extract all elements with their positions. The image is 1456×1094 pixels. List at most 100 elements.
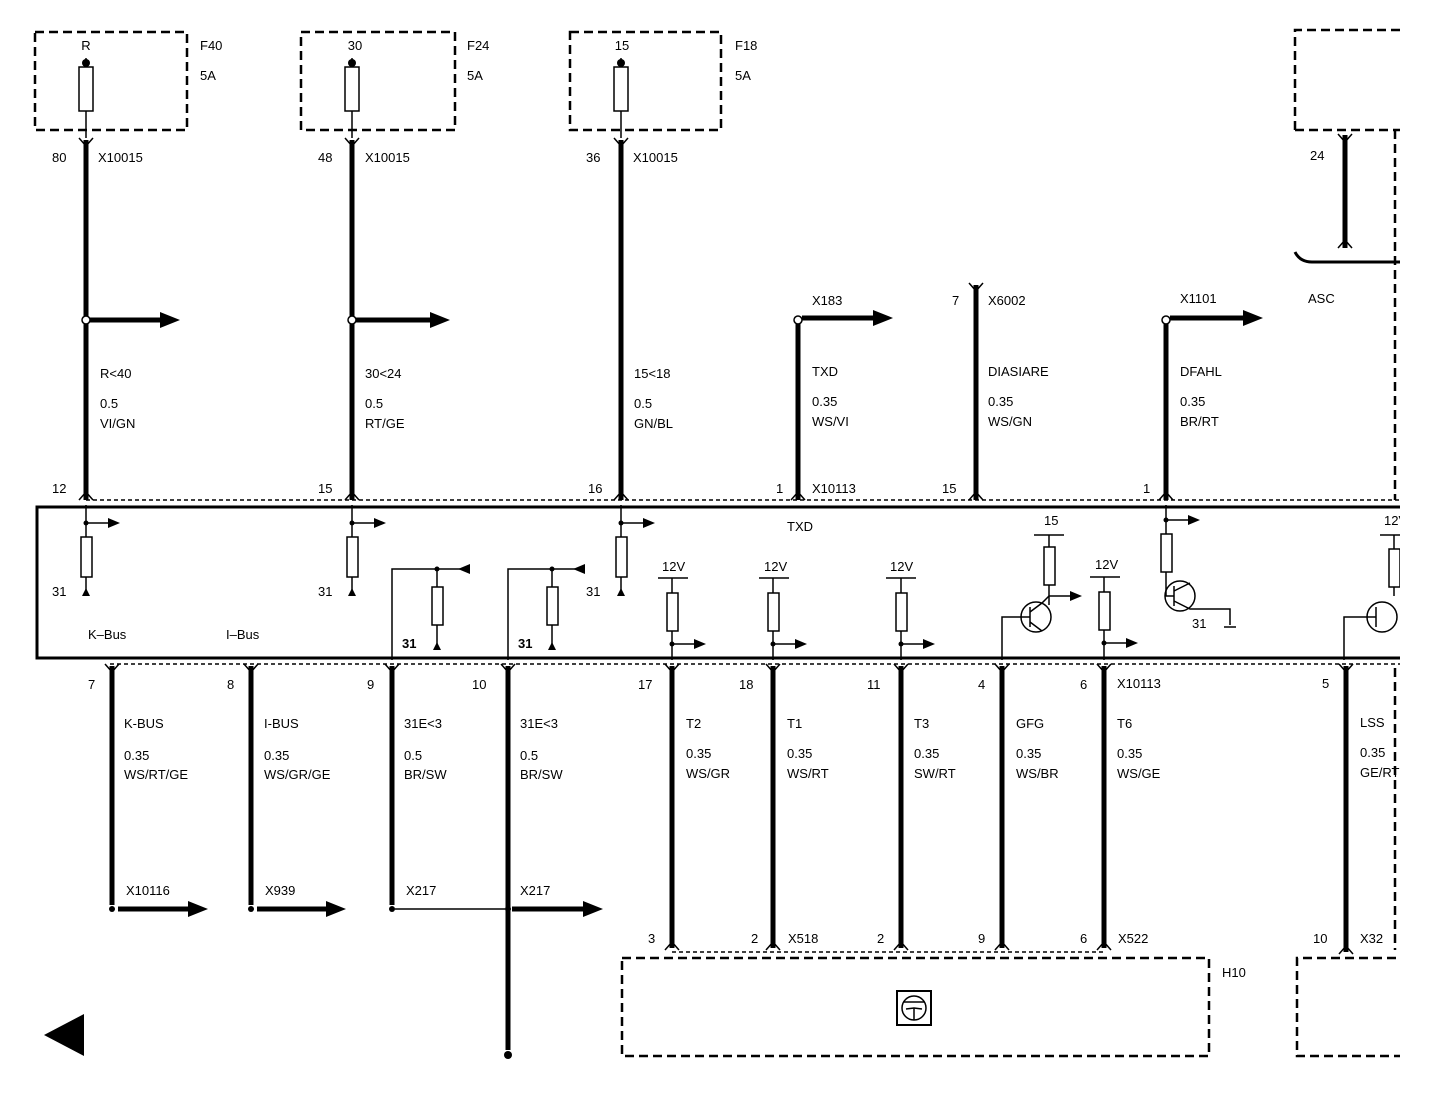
pin-number: 1 — [776, 481, 783, 496]
fuse-rating: 5A — [200, 68, 216, 83]
wire-color: WS/GR/GE — [264, 767, 331, 782]
fuse-terminal: 30 — [348, 38, 362, 53]
transistor-lss: 12V — [1343, 513, 1400, 660]
wire-gfg: 4 GFG 0.35 WS/BR 9 — [978, 663, 1059, 951]
gauge-icon — [896, 990, 932, 1026]
wire-size: 0.35 — [1016, 746, 1041, 761]
ground-label: 31 — [318, 584, 332, 599]
pin-number: 48 — [318, 150, 332, 165]
pin-number: 15 — [942, 481, 956, 496]
wire-color: WS/RT — [787, 766, 829, 781]
wire-signal: LSS — [1360, 715, 1385, 730]
wire-size: 0.35 — [264, 748, 289, 763]
ground-label: 31 — [52, 584, 66, 599]
wire-signal: GFG — [1016, 716, 1044, 731]
ibus-label: I–Bus — [226, 627, 260, 642]
wire-size: 0.35 — [914, 746, 939, 761]
pin-number: 9 — [367, 677, 374, 692]
fuse-rating: 5A — [467, 68, 483, 83]
wire-signal: T1 — [787, 716, 802, 731]
connector-label: X518 — [788, 931, 818, 946]
voltage-label: 12V — [1095, 557, 1118, 572]
pin-number: 1 — [1143, 481, 1150, 496]
wire-signal: T6 — [1117, 716, 1132, 731]
wire-color: WS/GR — [686, 766, 730, 781]
wire-color: GE/RT — [1360, 765, 1400, 780]
fuse-f40: R F40 5A — [33, 30, 222, 138]
wire-color: BR/SW — [404, 767, 447, 782]
voltage-label: 12V — [764, 559, 787, 574]
connector-label: X217 — [520, 883, 550, 898]
pin-number: 2 — [877, 931, 884, 946]
pin-number: 18 — [739, 677, 753, 692]
transistor-gfg: 15 — [1001, 513, 1082, 660]
pin-number: 15 — [318, 481, 332, 496]
pullup-t3: 12V — [886, 559, 935, 660]
wire-r40: R<40 0.5 VI/GN 12 — [52, 137, 180, 501]
wire-size: 0.35 — [787, 746, 812, 761]
fuse-rating: 5A — [735, 68, 751, 83]
txd-label: TXD — [787, 519, 813, 534]
ground-label: 31 — [1192, 616, 1206, 631]
wire-30-24: 30<24 0.5 RT/GE 15 — [318, 137, 450, 501]
pull-resistor: 31 — [52, 505, 120, 599]
lss-module-partial — [1295, 956, 1400, 1058]
wire-color: WS/VI — [812, 414, 849, 429]
wire-signal: R<40 — [100, 366, 131, 381]
connector-label: X217 — [406, 883, 436, 898]
wire-size: 0.35 — [1360, 745, 1385, 760]
connector-label: X939 — [265, 883, 295, 898]
instrument-cluster-h10: H10 — [620, 956, 1246, 1058]
wire-31e-pin10: 10 31E<3 0.5 BR/SW X217 — [472, 663, 603, 1059]
pin-number: 17 — [638, 677, 652, 692]
cluster-label: H10 — [1222, 965, 1246, 980]
back-arrow-icon[interactable] — [44, 1014, 84, 1056]
pullup-t1: 12V — [759, 559, 807, 660]
pin-number: 7 — [952, 293, 959, 308]
connector-label: X10113 — [1117, 676, 1161, 691]
connector-label: X10015 — [98, 150, 143, 165]
wire-color: VI/GN — [100, 416, 135, 431]
connector-label: X10116 — [126, 883, 170, 898]
transistor-dfahl: 31 — [1160, 505, 1236, 631]
wire-size: 0.5 — [634, 396, 652, 411]
ground-label: 31 — [518, 636, 532, 651]
pin-number: 10 — [1313, 931, 1327, 946]
pullup-t6: 12V — [1090, 557, 1138, 660]
pin-number: 9 — [978, 931, 985, 946]
wire-color: WS/BR — [1016, 766, 1059, 781]
pin-number: 4 — [978, 677, 985, 692]
wire-size: 0.35 — [1180, 394, 1205, 409]
wire-t2: 17 T2 0.35 WS/GR 3 — [638, 663, 730, 951]
pin-number: 36 — [586, 150, 600, 165]
wire-signal: TXD — [812, 364, 838, 379]
wire-signal: T3 — [914, 716, 929, 731]
pin-number: 3 — [648, 931, 655, 946]
pull-resistor: 31 — [586, 505, 655, 599]
wire-signal: I-BUS — [264, 716, 299, 731]
wire-color: GN/BL — [634, 416, 673, 431]
wire-t1: 18 T1 0.35 WS/RT 2 X518 — [739, 663, 829, 951]
wire-signal: 31E<3 — [520, 716, 558, 731]
voltage-label: 15 — [1044, 513, 1058, 528]
wire-31e-pin9: 9 31E<3 0.5 BR/SW X217 — [367, 663, 505, 912]
connector-label: X10113 — [812, 481, 856, 496]
voltage-label: 12V — [890, 559, 913, 574]
fuse-id: F40 — [200, 38, 222, 53]
wire-t6: 6 X10113 T6 0.35 WS/GE 6 X522 — [1080, 663, 1161, 951]
wire-color: WS/GN — [988, 414, 1032, 429]
wire-size: 0.5 — [365, 396, 383, 411]
wire-color: BR/SW — [520, 767, 563, 782]
wire-signal: 15<18 — [634, 366, 671, 381]
pin-number: 6 — [1080, 677, 1087, 692]
wire-kbus: 7 K-BUS 0.35 WS/RT/GE X10116 — [88, 663, 208, 917]
wire-lss: 5 LSS 0.35 GE/RT 10 X32 — [1313, 663, 1400, 955]
wire-size: 0.35 — [1117, 746, 1142, 761]
pin-number: 80 — [52, 150, 66, 165]
connector-label: X183 — [812, 293, 842, 308]
asc-module: 24 ASC — [1293, 28, 1400, 500]
wire-signal: DIASIARE — [988, 364, 1049, 379]
wire-signal: K-BUS — [124, 716, 164, 731]
pin-number: 5 — [1322, 676, 1329, 691]
wire-size: 0.35 — [124, 748, 149, 763]
